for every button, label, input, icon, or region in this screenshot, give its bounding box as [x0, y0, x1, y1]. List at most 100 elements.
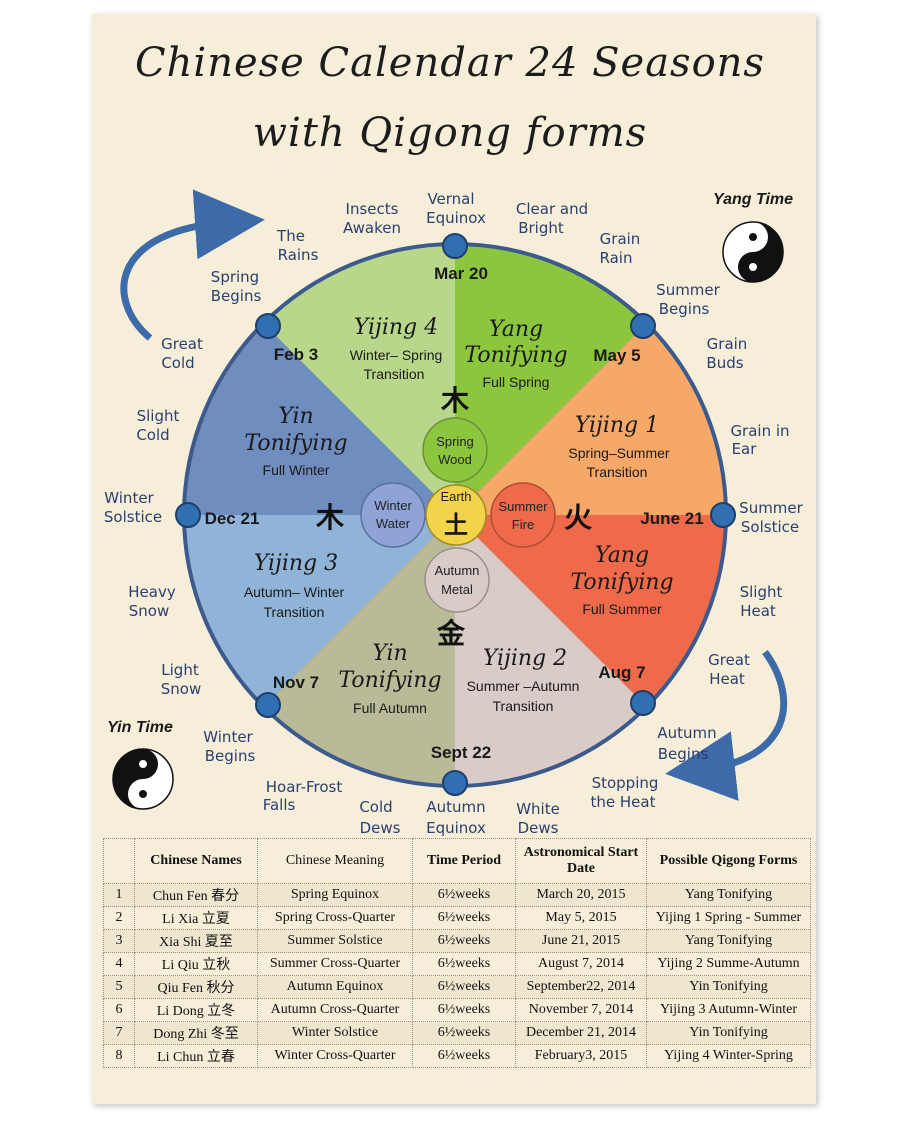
globe-icon [710, 502, 736, 528]
term-cold-dews-l1: Cold [359, 798, 392, 816]
chinese-name: Xia Shi 夏至 [134, 929, 258, 953]
chinese-meaning: Spring Cross-Quarter [257, 906, 413, 930]
term-spring-begins-l1: Spring [211, 268, 259, 286]
row-index: 3 [103, 929, 135, 953]
chinese-meaning: Winter Solstice [257, 1021, 413, 1045]
date-feb3: Feb 3 [274, 345, 318, 364]
globe-icon [630, 313, 656, 339]
full-autumn-title-2: Tonifying [338, 668, 441, 693]
full-spring-title-1: Yang [489, 317, 543, 342]
qigong-form: Yang Tonifying [646, 883, 811, 907]
start-date: November 7, 2014 [515, 998, 647, 1022]
term-clear-l1: Clear and [516, 200, 588, 218]
row-index: 7 [103, 1021, 135, 1045]
yijing2-sub1: Summer –Autumn [467, 678, 580, 694]
date-aug7: Aug 7 [598, 663, 645, 682]
start-date: December 21, 2014 [515, 1021, 647, 1045]
element-autumn-l1: Autumn [435, 563, 480, 578]
term-slight-heat-l2: Heat [740, 602, 776, 620]
col-header-qigong-forms: Possible Qigong Forms [646, 838, 811, 884]
element-spring-l2: Wood [438, 452, 472, 467]
chinese-meaning: Autumn Equinox [257, 975, 413, 999]
full-winter-title-1: Yin [278, 404, 313, 429]
yijing3-sub2: Transition [264, 604, 325, 620]
col-header-index [103, 838, 135, 884]
element-spring-wood [422, 417, 488, 483]
term-heavy-snow-l1: Heavy [128, 583, 176, 601]
sector-yijing3 [186, 515, 455, 706]
qigong-form: Yijing 2 Summe-Autumn [646, 952, 811, 976]
yijing4-sub1: Winter– Spring [350, 347, 443, 363]
season-wheel-diagram: Mar 20 May 5 June 21 Aug 7 Sept 22 Nov 7… [104, 189, 804, 837]
globe-icon [175, 502, 201, 528]
time-period: 6½weeks [412, 952, 516, 976]
term-summer-solstice-l2: Solstice [741, 518, 799, 536]
yang-cycle-arrow [120, 189, 265, 341]
term-hoar-frost-l2: Falls [263, 796, 296, 814]
chinese-name: Chun Fen 春分 [134, 883, 258, 907]
full-summer-title-1: Yang [595, 543, 649, 568]
qigong-form: Yijing 3 Autumn-Winter [646, 998, 811, 1022]
term-grain-buds-l2: Buds [706, 354, 743, 372]
element-earth [425, 484, 487, 546]
full-winter-title-2: Tonifying [244, 431, 347, 456]
full-summer-title-2: Tonifying [570, 570, 673, 595]
date-mar20: Mar 20 [434, 264, 488, 283]
sector-yijing1 [455, 324, 724, 515]
chinese-name: Li Chun 立春 [134, 1044, 258, 1068]
time-period: 6½weeks [412, 1021, 516, 1045]
glyph-wood-north: 木 [440, 384, 469, 417]
chinese-name: Qiu Fen 秋分 [134, 975, 258, 999]
globe-icon [630, 690, 656, 716]
term-rains-l1: The [276, 227, 305, 245]
term-grain-rain-l2: Rain [600, 249, 633, 267]
term-spring-begins-l2: Begins [211, 287, 262, 305]
term-stopping-heat-l1: Stopping [592, 774, 659, 792]
qigong-form: Yin Tonifying [646, 1021, 811, 1045]
term-summer-solstice-l1: Summer [739, 499, 803, 517]
term-rains-l2: Rains [278, 246, 319, 264]
term-insects-l1: Insects [346, 200, 399, 218]
element-summer-fire [490, 482, 556, 548]
chinese-meaning: Autumn Cross-Quarter [257, 998, 413, 1022]
chinese-meaning: Summer Solstice [257, 929, 413, 953]
term-light-snow-l2: Snow [161, 680, 201, 698]
term-vernal-l1: Vernal [427, 190, 474, 208]
yijing3-sub1: Autumn– Winter [244, 584, 345, 600]
yijing3-title: Yijing 3 [254, 551, 338, 576]
date-may5: May 5 [593, 346, 640, 365]
element-spring-l1: Spring [436, 434, 474, 449]
row-index: 5 [103, 975, 135, 999]
start-date: August 7, 2014 [515, 952, 647, 976]
sector-yijing2 [455, 515, 646, 784]
term-white-dews-l2: Dews [518, 819, 559, 837]
col-header-chinese-names: Chinese Names [134, 838, 258, 884]
term-autumn-begins-l1: Autumn [657, 724, 716, 742]
chinese-name: Li Qiu 立秋 [134, 952, 258, 976]
glyph-earth: 土 [444, 511, 468, 539]
table-header-row: Chinese Names Chinese Meaning Time Perio… [103, 838, 811, 884]
term-hoar-frost-l1: Hoar-Frost [266, 778, 343, 796]
chinese-meaning: Winter Cross-Quarter [257, 1044, 413, 1068]
term-grain-ear-l1: Grain in [730, 422, 789, 440]
time-period: 6½weeks [412, 883, 516, 907]
yijing1-title: Yijing 1 [575, 413, 659, 438]
chinese-name: Li Dong 立冬 [134, 998, 258, 1022]
yin-yang-icon [722, 221, 784, 283]
full-summer-sub: Full Summer [582, 601, 662, 617]
yin-cycle-arrow [665, 649, 788, 801]
yijing1-sub1: Spring–Summer [568, 445, 669, 461]
term-slight-heat-l1: Slight [740, 583, 783, 601]
term-winter-begins-l1: Winter [203, 728, 253, 746]
term-winter-begins-l2: Begins [205, 747, 256, 765]
full-autumn-title-1: Yin [372, 641, 407, 666]
chinese-meaning: Spring Equinox [257, 883, 413, 907]
date-nov7: Nov 7 [273, 673, 319, 692]
yin-time-label: Yin Time [107, 719, 173, 736]
term-stopping-heat-l2: the Heat [591, 793, 656, 811]
col-header-time-period: Time Period [412, 838, 516, 884]
term-slight-cold-l2: Cold [136, 426, 169, 444]
